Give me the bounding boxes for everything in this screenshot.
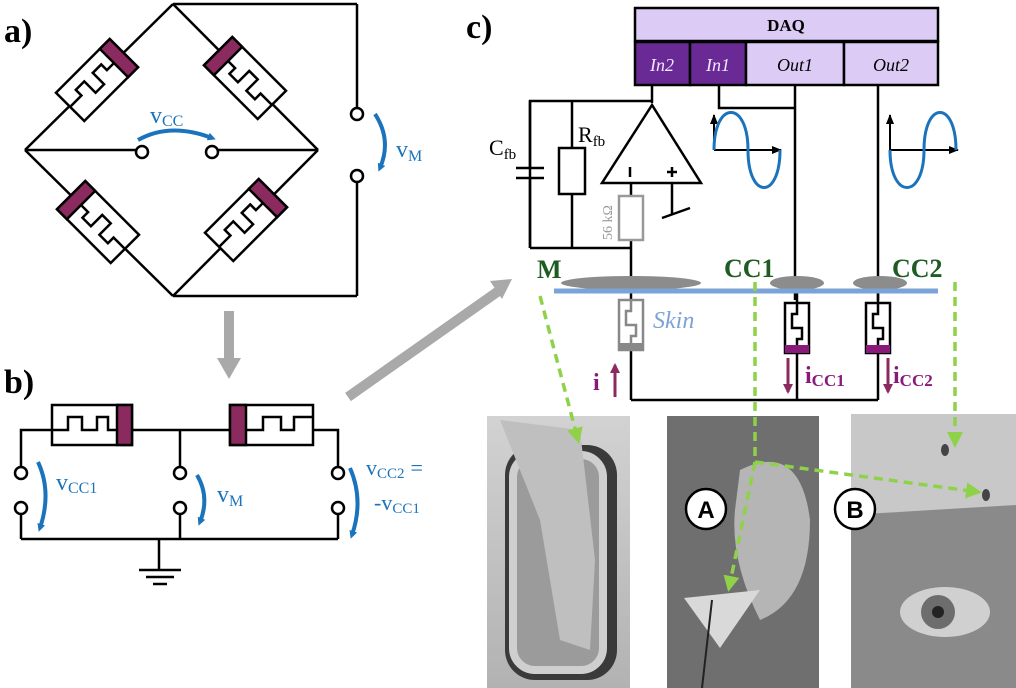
- vcc2-arrow-icon: [348, 467, 360, 539]
- cfb-label: Cfb: [489, 135, 516, 163]
- vcc-label: vCC: [150, 103, 183, 130]
- rfb-label: Rfb: [578, 122, 605, 150]
- sine-wave-icon-out2: [886, 111, 959, 189]
- vcc1-arrow-icon: [36, 461, 48, 532]
- badge-b: B: [833, 487, 877, 531]
- terminals-b: [13, 465, 346, 516]
- skin-impedance-cc1: [783, 301, 811, 355]
- daq-port-label: Out1: [777, 55, 813, 75]
- vcc-arrow-icon: [137, 128, 216, 142]
- feedback-resistor: [557, 146, 587, 196]
- daq-port-in2: [633, 40, 692, 87]
- strain-sensor-right: [228, 403, 315, 447]
- vcc2-label: vCC2=: [366, 455, 423, 482]
- skin-impedance-m: [617, 298, 645, 352]
- foot-electrode-photo: [487, 416, 630, 688]
- current-icc1-label: iCC1: [805, 363, 845, 390]
- resistor-value: 56 kΩ: [601, 205, 616, 240]
- electrode-label-cc2: CC2: [892, 254, 943, 283]
- daq-port-label: Out2: [873, 55, 909, 75]
- daq-box: DAQ In2 In1 Out1 Out2: [633, 6, 940, 87]
- vm-b-arrow-icon: [195, 473, 207, 526]
- vcc1-label: vCC1: [56, 470, 97, 497]
- vm-b-label: vM: [217, 482, 243, 510]
- current-icc2-label: iCC2: [893, 363, 933, 390]
- electrode-m: [561, 276, 701, 290]
- panel-c-label: c): [466, 9, 492, 46]
- electrode-cc2: [853, 276, 907, 290]
- skin-label: Skin: [653, 308, 694, 334]
- svg-text:B: B: [846, 497, 863, 524]
- panel-a-label: a): [4, 13, 32, 50]
- vm-label: vM: [396, 137, 422, 165]
- terminals: [134, 106, 365, 184]
- daq-title: DAQ: [767, 16, 805, 35]
- neg-vcc1-label: -vCC1: [374, 490, 420, 517]
- electrode-label-cc1: CC1: [724, 254, 775, 283]
- input-resistor: [617, 194, 645, 242]
- electrode-cc1: [770, 276, 824, 290]
- circuit-wires: [516, 85, 880, 402]
- arrow-a-to-b-icon: [217, 311, 241, 379]
- daq-port-label: In2: [649, 55, 674, 75]
- daq-port-in1: [688, 40, 748, 87]
- daq-port-out2: [842, 40, 940, 87]
- strain-sensor-bottom-right: [203, 177, 289, 263]
- current-i-label: i: [593, 370, 600, 396]
- panel-b: b): [4, 364, 423, 586]
- leader-m-to-foot: [538, 295, 583, 444]
- strain-sensor-left: [50, 403, 134, 447]
- svg-text:A: A: [697, 497, 714, 524]
- leader-cc1-to-ear: [723, 461, 757, 592]
- electrode-label-m: M: [537, 255, 562, 284]
- dashed-leaders: [538, 282, 982, 592]
- panel-b-label: b): [4, 364, 34, 401]
- bridge-wires: [24, 2, 359, 298]
- skin-impedance-cc2: [864, 301, 892, 355]
- panel-a: a) vCC vM: [4, 2, 422, 298]
- badge-a: A: [684, 487, 728, 531]
- leader-cc1-to-forehead: [754, 460, 982, 499]
- sine-wave-icon-out1: [710, 111, 782, 189]
- panel-c: c) DAQ In2 In1 Out1 Out2: [466, 6, 1016, 688]
- vm-arrow-icon: [373, 112, 387, 172]
- forehead-electrode-photo: [851, 414, 1016, 688]
- ear-electrode-photo: [667, 416, 819, 688]
- daq-port-label: In1: [705, 55, 730, 75]
- arrow-b-to-c-icon: [345, 279, 512, 402]
